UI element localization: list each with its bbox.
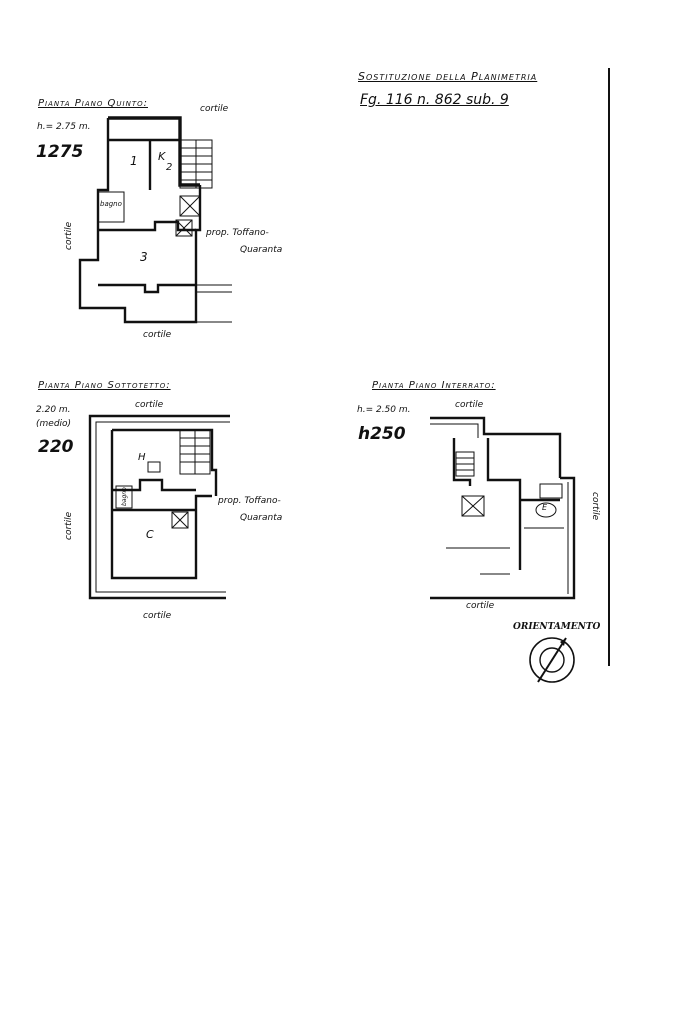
- basement-height-note: h.= 2.50 m.: [357, 405, 411, 415]
- north-arrow-icon: [560, 638, 566, 646]
- attic-outer-frame-inner: [95, 421, 230, 593]
- fifth-floor-prop-label-2: Quaranta: [240, 245, 283, 255]
- basement-cortile-bottom: cortile: [466, 601, 495, 611]
- basement-height-mark: h250: [358, 424, 406, 444]
- attic-shaft-box: [171, 511, 189, 529]
- attic-cortile-bottom: cortile: [143, 611, 172, 621]
- fifth-floor-cortile-top: cortile: [200, 104, 229, 114]
- attic-height-note-1: 2.20 m.: [36, 405, 71, 415]
- attic-cortile-top: cortile: [135, 400, 164, 410]
- attic-height-note-2: (medio): [36, 419, 72, 429]
- basement-tank-circle: [535, 502, 557, 518]
- basement-wall-top-inner: [430, 423, 479, 438]
- fifth-room-k: K: [158, 150, 166, 163]
- basement-cortile-top: cortile: [455, 400, 484, 410]
- fifth-room-3: 3: [140, 250, 148, 264]
- attic-bath-outline: [115, 485, 133, 509]
- attic-prop-label-2: Quaranta: [240, 513, 283, 523]
- basement-stair-treads: [456, 457, 474, 471]
- attic-wall-top: [112, 428, 218, 496]
- basement-small-room: [539, 483, 563, 499]
- orientation-label: ORIENTAMENTO: [513, 622, 601, 632]
- fifth-bath-label: bagno: [100, 200, 122, 208]
- compass-needle: [537, 637, 567, 683]
- attic-room-c: C: [146, 528, 154, 541]
- compass-inner-circle: [539, 647, 565, 673]
- attic-prop-label-1: prop. Toffano-: [218, 496, 281, 506]
- attic-small-box: [147, 461, 161, 473]
- fifth-floor-prop-label-1: prop. Toffano-: [206, 228, 269, 238]
- fifth-partition-3: [98, 220, 196, 232]
- fifth-partition-4: [98, 283, 196, 294]
- attic-height-mark: 220: [38, 437, 74, 457]
- attic-outer-frame: [88, 414, 230, 600]
- replacement-title: Sostituzione della Planimetria: [358, 70, 538, 83]
- basement-wall-mid: [486, 438, 522, 500]
- fifth-wall-outer: [78, 118, 198, 324]
- fifth-room-2: 2: [166, 162, 173, 173]
- compass-circle: [529, 637, 575, 683]
- fifth-floor-title: Pianta Piano Quinto:: [38, 98, 148, 109]
- basement-wall-left: [452, 438, 472, 486]
- fifth-floor-cortile-bottom: cortile: [143, 330, 172, 340]
- fifth-room-1: 1: [130, 154, 138, 168]
- attic-title: Pianta Piano Sottotetto:: [38, 380, 171, 391]
- basement-wall-outer: [430, 476, 576, 600]
- fifth-stair-treads: [180, 140, 212, 188]
- attic-partition-1: [112, 478, 196, 492]
- fifth-bath-outline: [98, 191, 125, 223]
- attic-stair-treads: [180, 430, 210, 474]
- fifth-lift-box: [179, 195, 201, 217]
- attic-wall-outer: [110, 430, 212, 580]
- basement-room-e: E: [542, 503, 548, 512]
- cadastral-reference: Fg. 116 n. 862 sub. 9: [360, 92, 509, 108]
- basement-wall-top: [430, 416, 562, 478]
- fifth-floor-height-mark: 1275: [36, 142, 84, 162]
- fifth-shaft-box: [175, 219, 193, 237]
- attic-room-h: H: [138, 452, 146, 463]
- basement-lift-box: [461, 495, 485, 517]
- basement-title: Pianta Piano Interrato:: [372, 380, 496, 391]
- fifth-floor-height-note: h.= 2.75 m.: [37, 122, 91, 132]
